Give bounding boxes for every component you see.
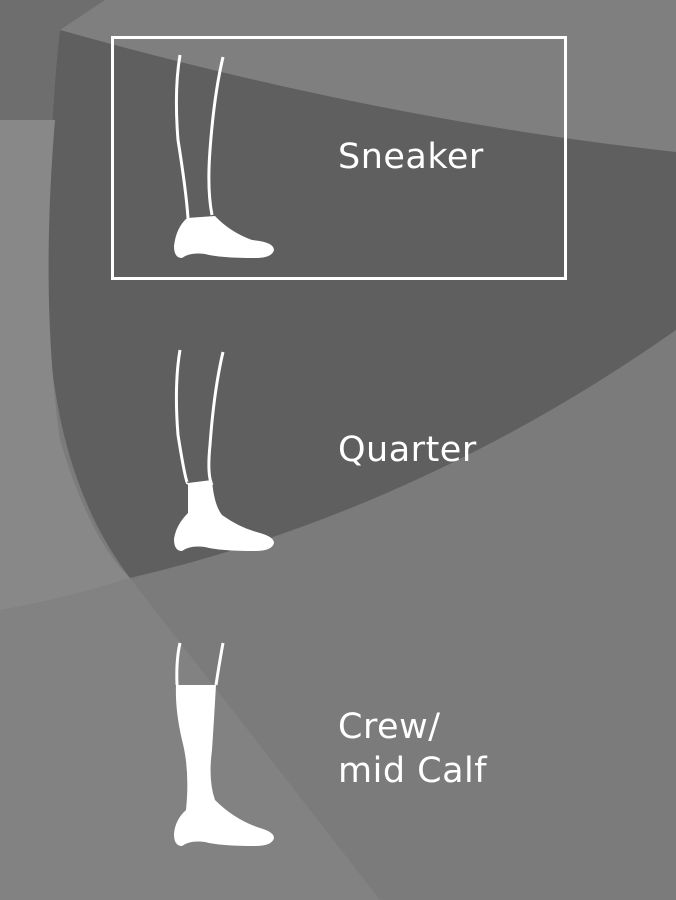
option-label: Quarter	[338, 430, 477, 470]
option-label: Crew/ mid Calf	[338, 705, 487, 793]
option-crew-mid-calf[interactable]: Crew/ mid Calf	[0, 590, 676, 900]
crew-sock-icon	[174, 642, 274, 846]
option-label-line2: mid Calf	[338, 751, 488, 791]
option-quarter[interactable]: Quarter	[0, 290, 676, 590]
sneaker-sock-icon	[174, 54, 274, 258]
option-sneaker[interactable]: Sneaker	[0, 0, 676, 290]
option-label: Sneaker	[338, 137, 484, 177]
quarter-sock-icon	[174, 349, 274, 551]
option-label-line1: Crew/	[338, 707, 441, 747]
selection-frame	[111, 36, 567, 280]
